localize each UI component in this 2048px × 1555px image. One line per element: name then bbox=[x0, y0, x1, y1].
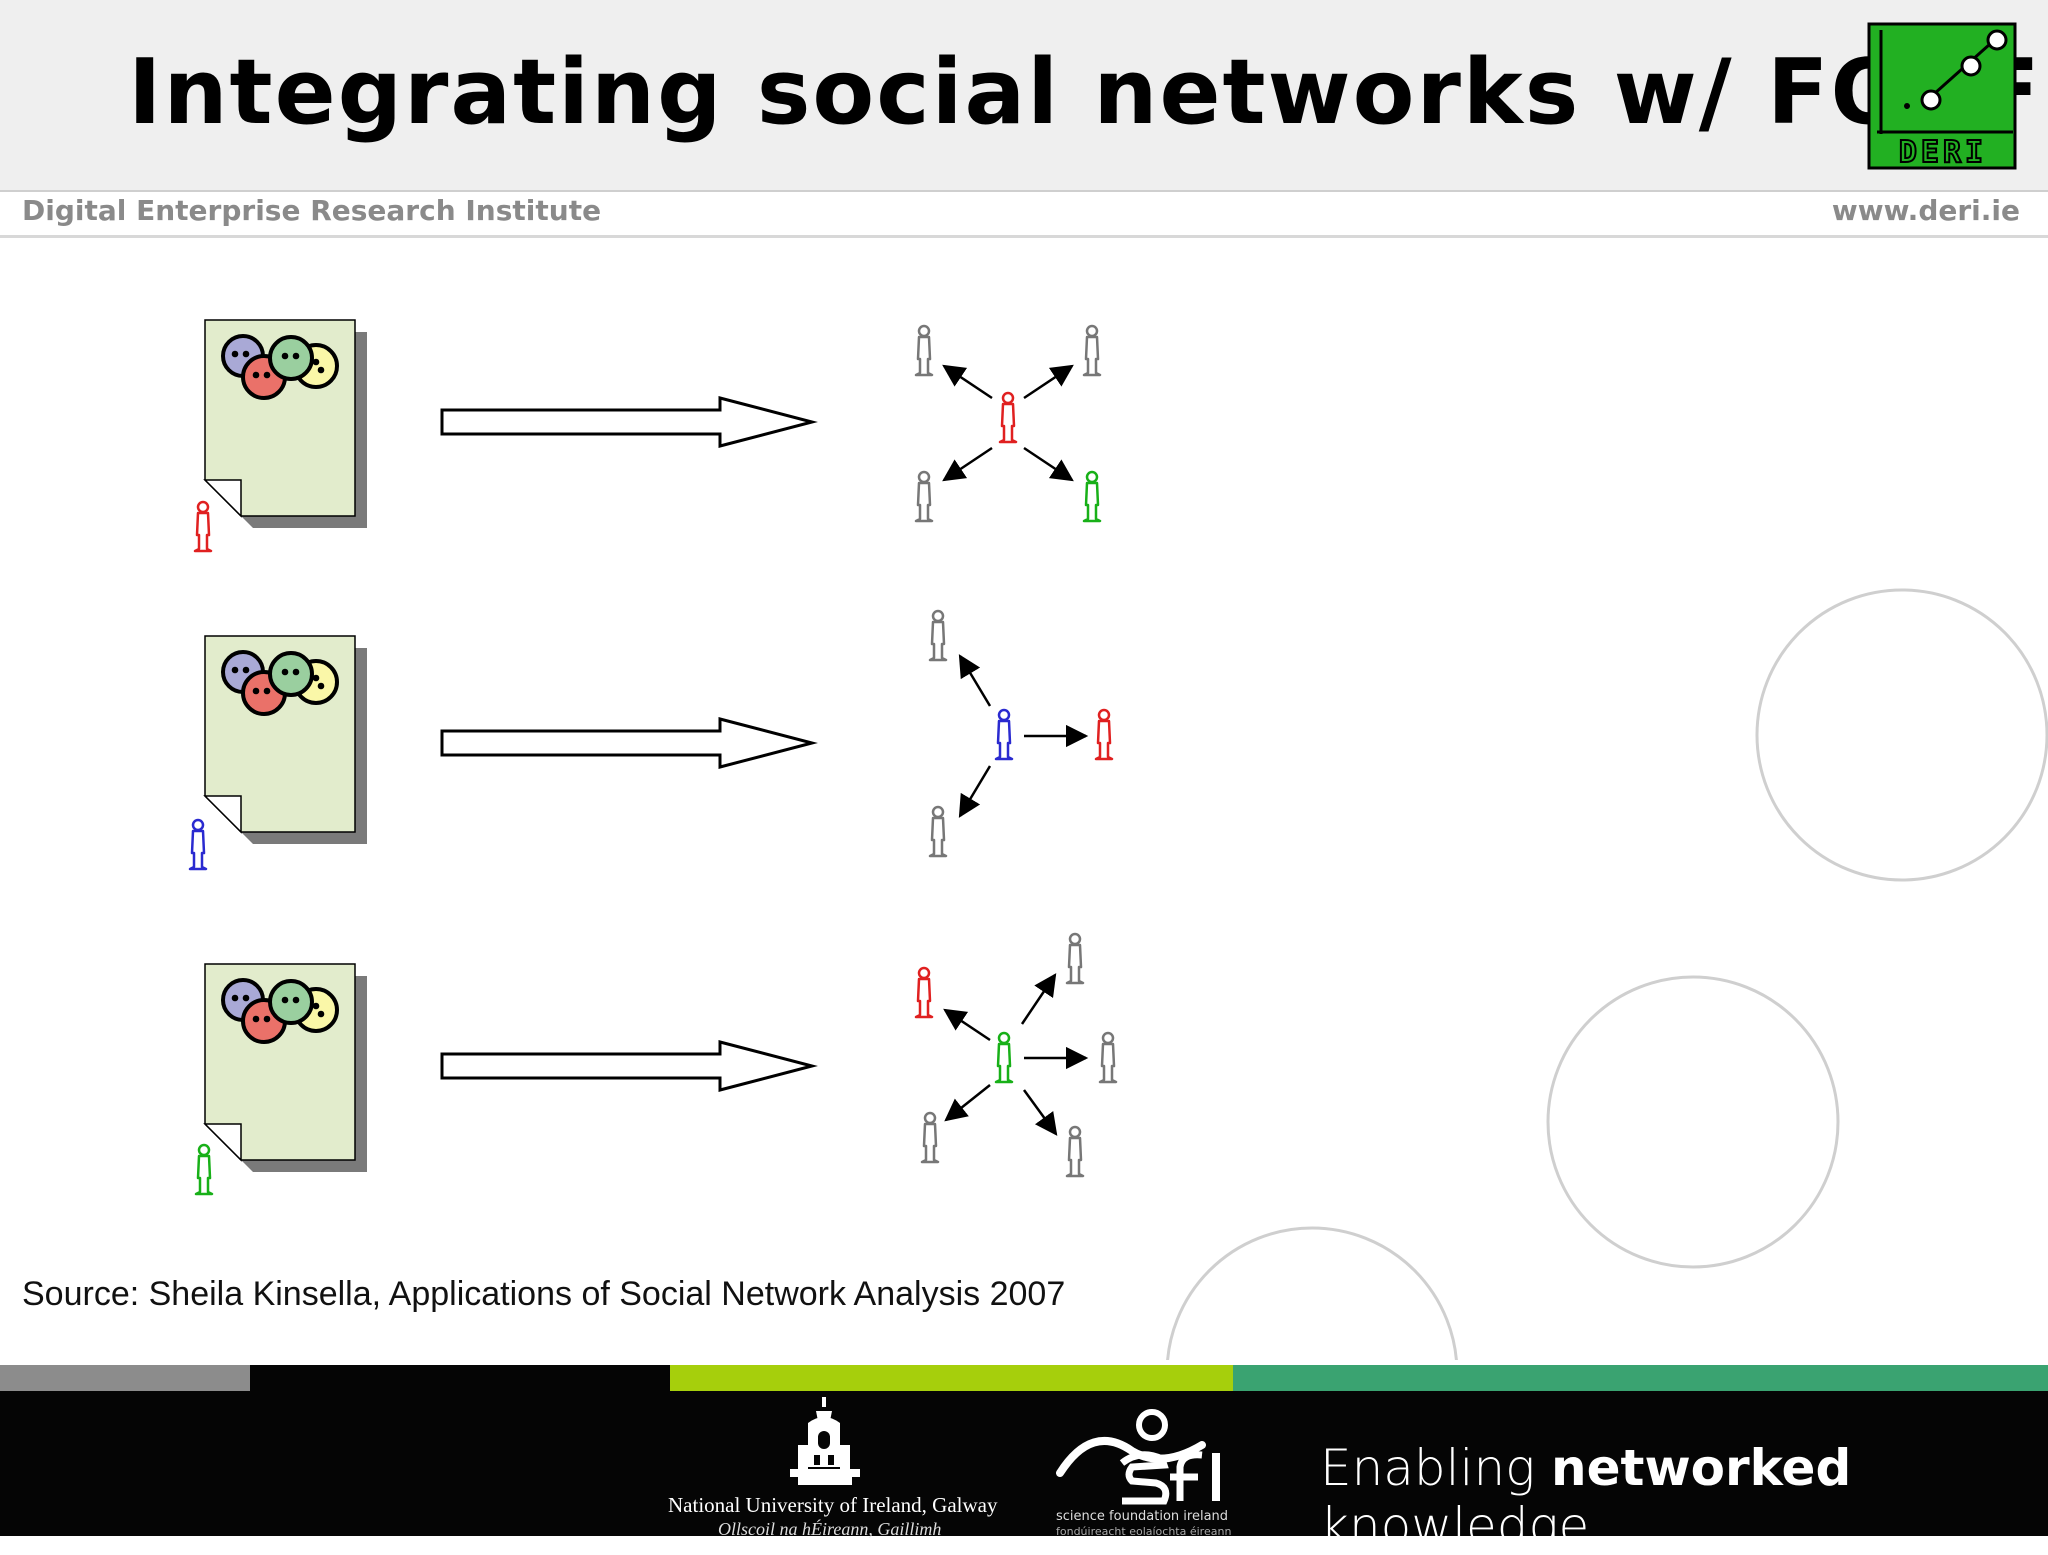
person-icon bbox=[1082, 324, 1102, 377]
person-icon bbox=[1065, 932, 1085, 985]
conversion-arrow bbox=[440, 1040, 814, 1092]
person-icon bbox=[914, 470, 934, 523]
network-row-3 bbox=[914, 932, 1118, 1178]
foaf-document-row-3 bbox=[203, 962, 369, 1174]
slide-header: Integrating social networks w/ FOAF DERI bbox=[0, 0, 2048, 192]
person-icon bbox=[920, 1111, 940, 1164]
person-icon bbox=[928, 609, 948, 662]
source-citation: Source: Sheila Kinsella, Applications of… bbox=[22, 1275, 1066, 1313]
person-icon bbox=[1098, 1031, 1118, 1084]
decorative-circle bbox=[1546, 975, 1840, 1269]
stripe-teal bbox=[1233, 1365, 2048, 1391]
stripe-gray bbox=[0, 1365, 250, 1391]
foaf-document-row-2 bbox=[203, 634, 369, 846]
stripe-lime bbox=[670, 1365, 1233, 1391]
person-icon bbox=[1082, 470, 1102, 523]
person-icon bbox=[928, 805, 948, 858]
stripe-black bbox=[250, 1365, 670, 1391]
decorative-circle bbox=[1166, 1226, 1458, 1360]
person-icon bbox=[994, 1031, 1014, 1084]
owner-person-icon bbox=[193, 500, 213, 553]
person-icon bbox=[914, 324, 934, 377]
slide-title: Integrating social networks w/ FOAF bbox=[128, 40, 2042, 145]
owner-person-icon bbox=[188, 818, 208, 871]
person-icon bbox=[998, 391, 1018, 444]
sfi-name: science foundation ireland bbox=[1056, 1509, 1229, 1524]
network-row-1 bbox=[914, 324, 1102, 523]
decorative-circles bbox=[1166, 588, 2048, 1360]
university-name: National University of Ireland, Galway bbox=[668, 1493, 998, 1517]
tagline-end: knowledge. bbox=[1320, 1497, 1606, 1555]
person-icon bbox=[1094, 708, 1114, 761]
conversion-arrow bbox=[440, 396, 814, 448]
person-icon bbox=[1065, 1125, 1085, 1178]
header-divider bbox=[0, 235, 2048, 238]
sfi-name-irish: fondúireacht eolaíochta éireann bbox=[1056, 1525, 1232, 1538]
tagline-start: Enabling bbox=[1320, 1439, 1552, 1497]
slide-footer: National University of Ireland, Galway O… bbox=[0, 1391, 2048, 1555]
sfi-logo-icon bbox=[1056, 1409, 1220, 1505]
nui-galway-crest-icon bbox=[790, 1397, 860, 1485]
organization-name: Digital Enterprise Research Institute bbox=[22, 194, 602, 227]
university-name-irish: Ollscoil na hÉireann, Gaillimh bbox=[718, 1519, 942, 1539]
deri-logo: DERI bbox=[1867, 22, 2017, 170]
decorative-circle bbox=[1755, 588, 2048, 882]
footer-color-bar bbox=[0, 1365, 2048, 1391]
person-icon bbox=[914, 966, 934, 1019]
tagline: Enabling networked knowledge. bbox=[1320, 1439, 2048, 1555]
foaf-document-row-1 bbox=[203, 318, 369, 530]
conversion-arrow bbox=[440, 717, 814, 769]
foaf-diagram bbox=[188, 318, 2048, 1360]
owner-person-icon bbox=[194, 1143, 214, 1196]
deri-logo-text: DERI bbox=[1899, 135, 1987, 170]
person-icon bbox=[994, 708, 1014, 761]
network-row-2 bbox=[928, 609, 1114, 858]
tagline-emphasis: networked bbox=[1551, 1439, 1852, 1497]
website-url: www.deri.ie bbox=[1831, 194, 2020, 227]
